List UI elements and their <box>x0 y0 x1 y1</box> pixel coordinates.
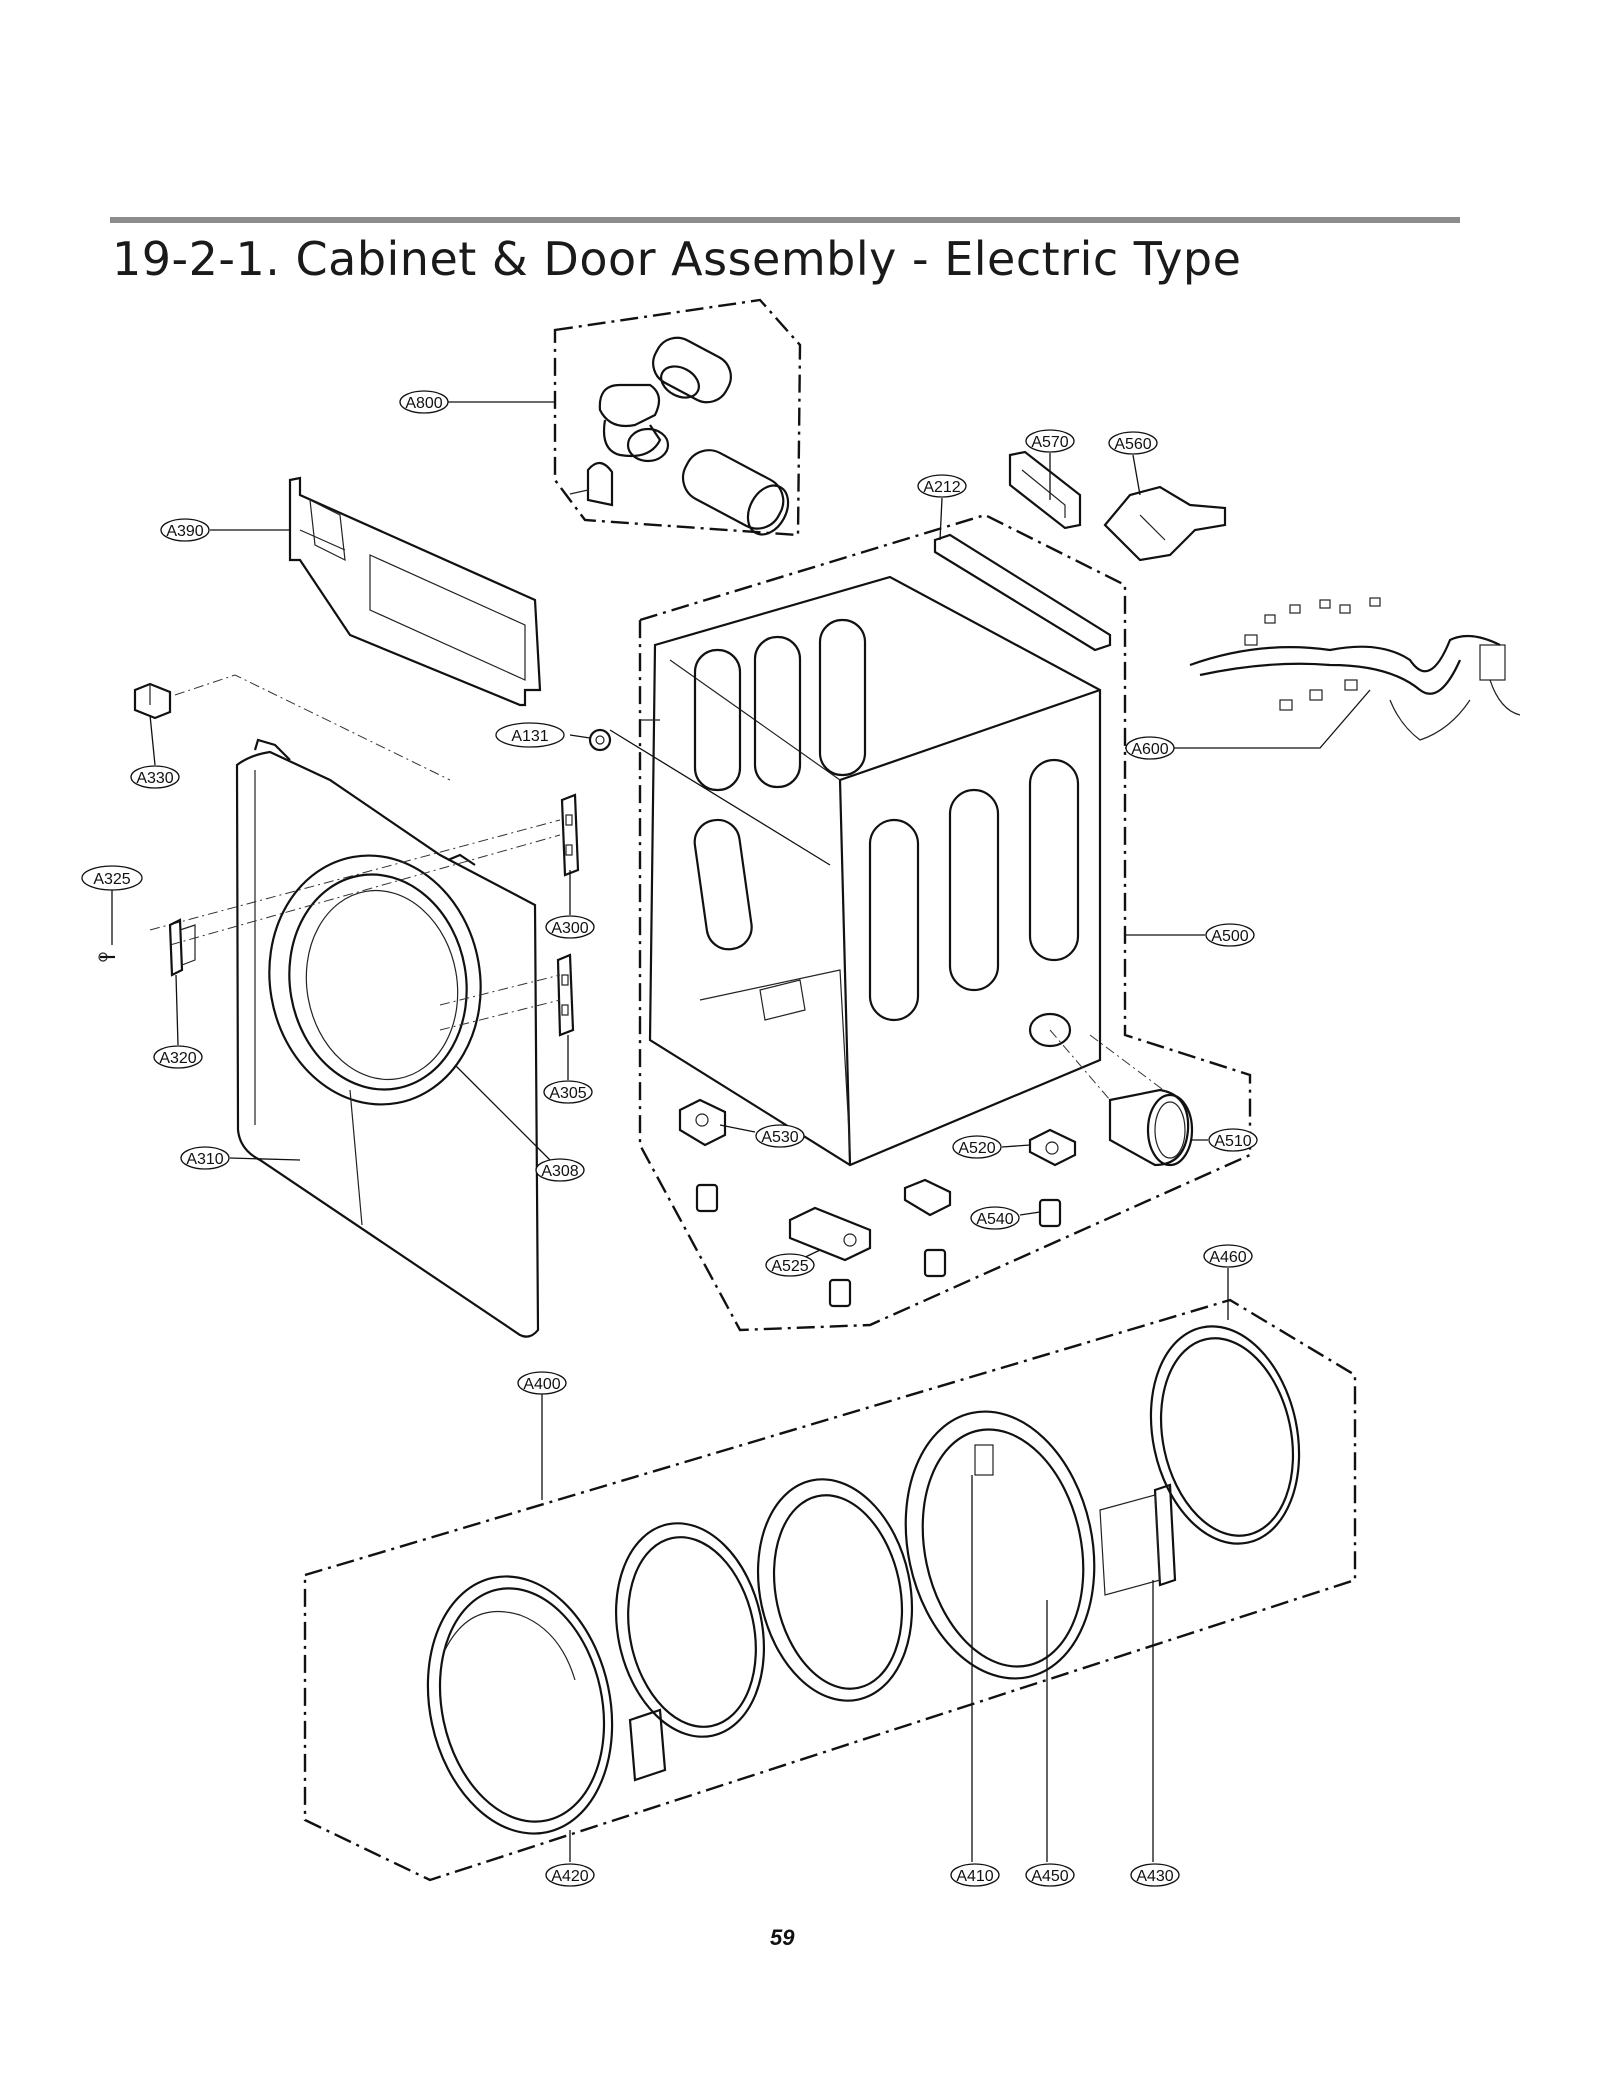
callout-a410: A410 <box>956 1868 993 1885</box>
callout-a600: A600 <box>1131 741 1168 758</box>
a325-screw <box>98 952 115 962</box>
callout-a450: A450 <box>1031 1868 1068 1885</box>
a330-part <box>133 682 172 720</box>
callout-a540: A540 <box>976 1211 1013 1228</box>
callout-a330: A330 <box>136 770 173 787</box>
a530-bracket <box>678 1098 727 1147</box>
callout-a460: A460 <box>1209 1249 1246 1266</box>
callout-a308: A308 <box>541 1163 578 1180</box>
cabinet-part <box>640 575 1102 1167</box>
front-panel-part <box>235 738 540 1338</box>
page-title: 19-2-1. Cabinet & Door Assembly - Electr… <box>112 232 1242 286</box>
callout-a520: A520 <box>958 1140 995 1157</box>
callout-a570: A570 <box>1031 434 1068 451</box>
door-ring-2 <box>614 1522 766 1738</box>
a131-part <box>588 728 612 752</box>
rear-panel-part <box>288 476 542 707</box>
a510-duct <box>1108 1088 1194 1167</box>
header-rule <box>110 217 1460 223</box>
callout-a430: A430 <box>1136 1868 1173 1885</box>
callout-a390: A390 <box>166 523 203 540</box>
callout-a131: A131 <box>511 728 548 745</box>
callout-a325: A325 <box>93 871 130 888</box>
a450-inner-frame <box>904 1410 1096 1680</box>
a520-bracket <box>1028 1128 1077 1167</box>
a420-door-outer <box>426 1575 614 1835</box>
callout-a510: A510 <box>1214 1133 1251 1150</box>
a430-hinge <box>1099 1483 1177 1596</box>
callout-a300: A300 <box>551 920 588 937</box>
callout-a500: A500 <box>1211 928 1248 945</box>
a525-bracket <box>788 1206 872 1262</box>
duct-kit-parts <box>569 336 790 536</box>
callout-a530: A530 <box>761 1129 798 1146</box>
door-glass-ring <box>756 1478 914 1702</box>
callout-a420: A420 <box>551 1868 588 1885</box>
a460-gasket <box>1149 1325 1301 1545</box>
a420-handle <box>628 1708 667 1782</box>
a570-part <box>1008 450 1082 530</box>
page-number: 59 <box>770 1925 795 1950</box>
a320-part <box>168 918 196 977</box>
cabinet-assembly-boundary <box>638 513 1252 1332</box>
door-assembly-boundary <box>303 1298 1357 1882</box>
callout-a310: A310 <box>186 1151 223 1168</box>
callout-a305: A305 <box>549 1085 586 1102</box>
a560-part <box>1103 485 1227 562</box>
a212-rail-part <box>933 533 1112 652</box>
callout-a560: A560 <box>1114 436 1151 453</box>
callout-a320: A320 <box>159 1050 196 1067</box>
a305-hinge-part <box>556 953 575 1037</box>
a530-foot-bracket-2 <box>903 1178 952 1217</box>
callout-a212: A212 <box>923 479 960 496</box>
a300-hinge-part <box>560 793 580 877</box>
callout-a400: A400 <box>523 1376 560 1393</box>
leveling-feet <box>695 1183 1062 1308</box>
callout-a800: A800 <box>405 395 442 412</box>
duct-kit-boundary <box>553 298 802 537</box>
wire-harness-part <box>1189 597 1521 741</box>
callout-a525: A525 <box>771 1258 808 1275</box>
